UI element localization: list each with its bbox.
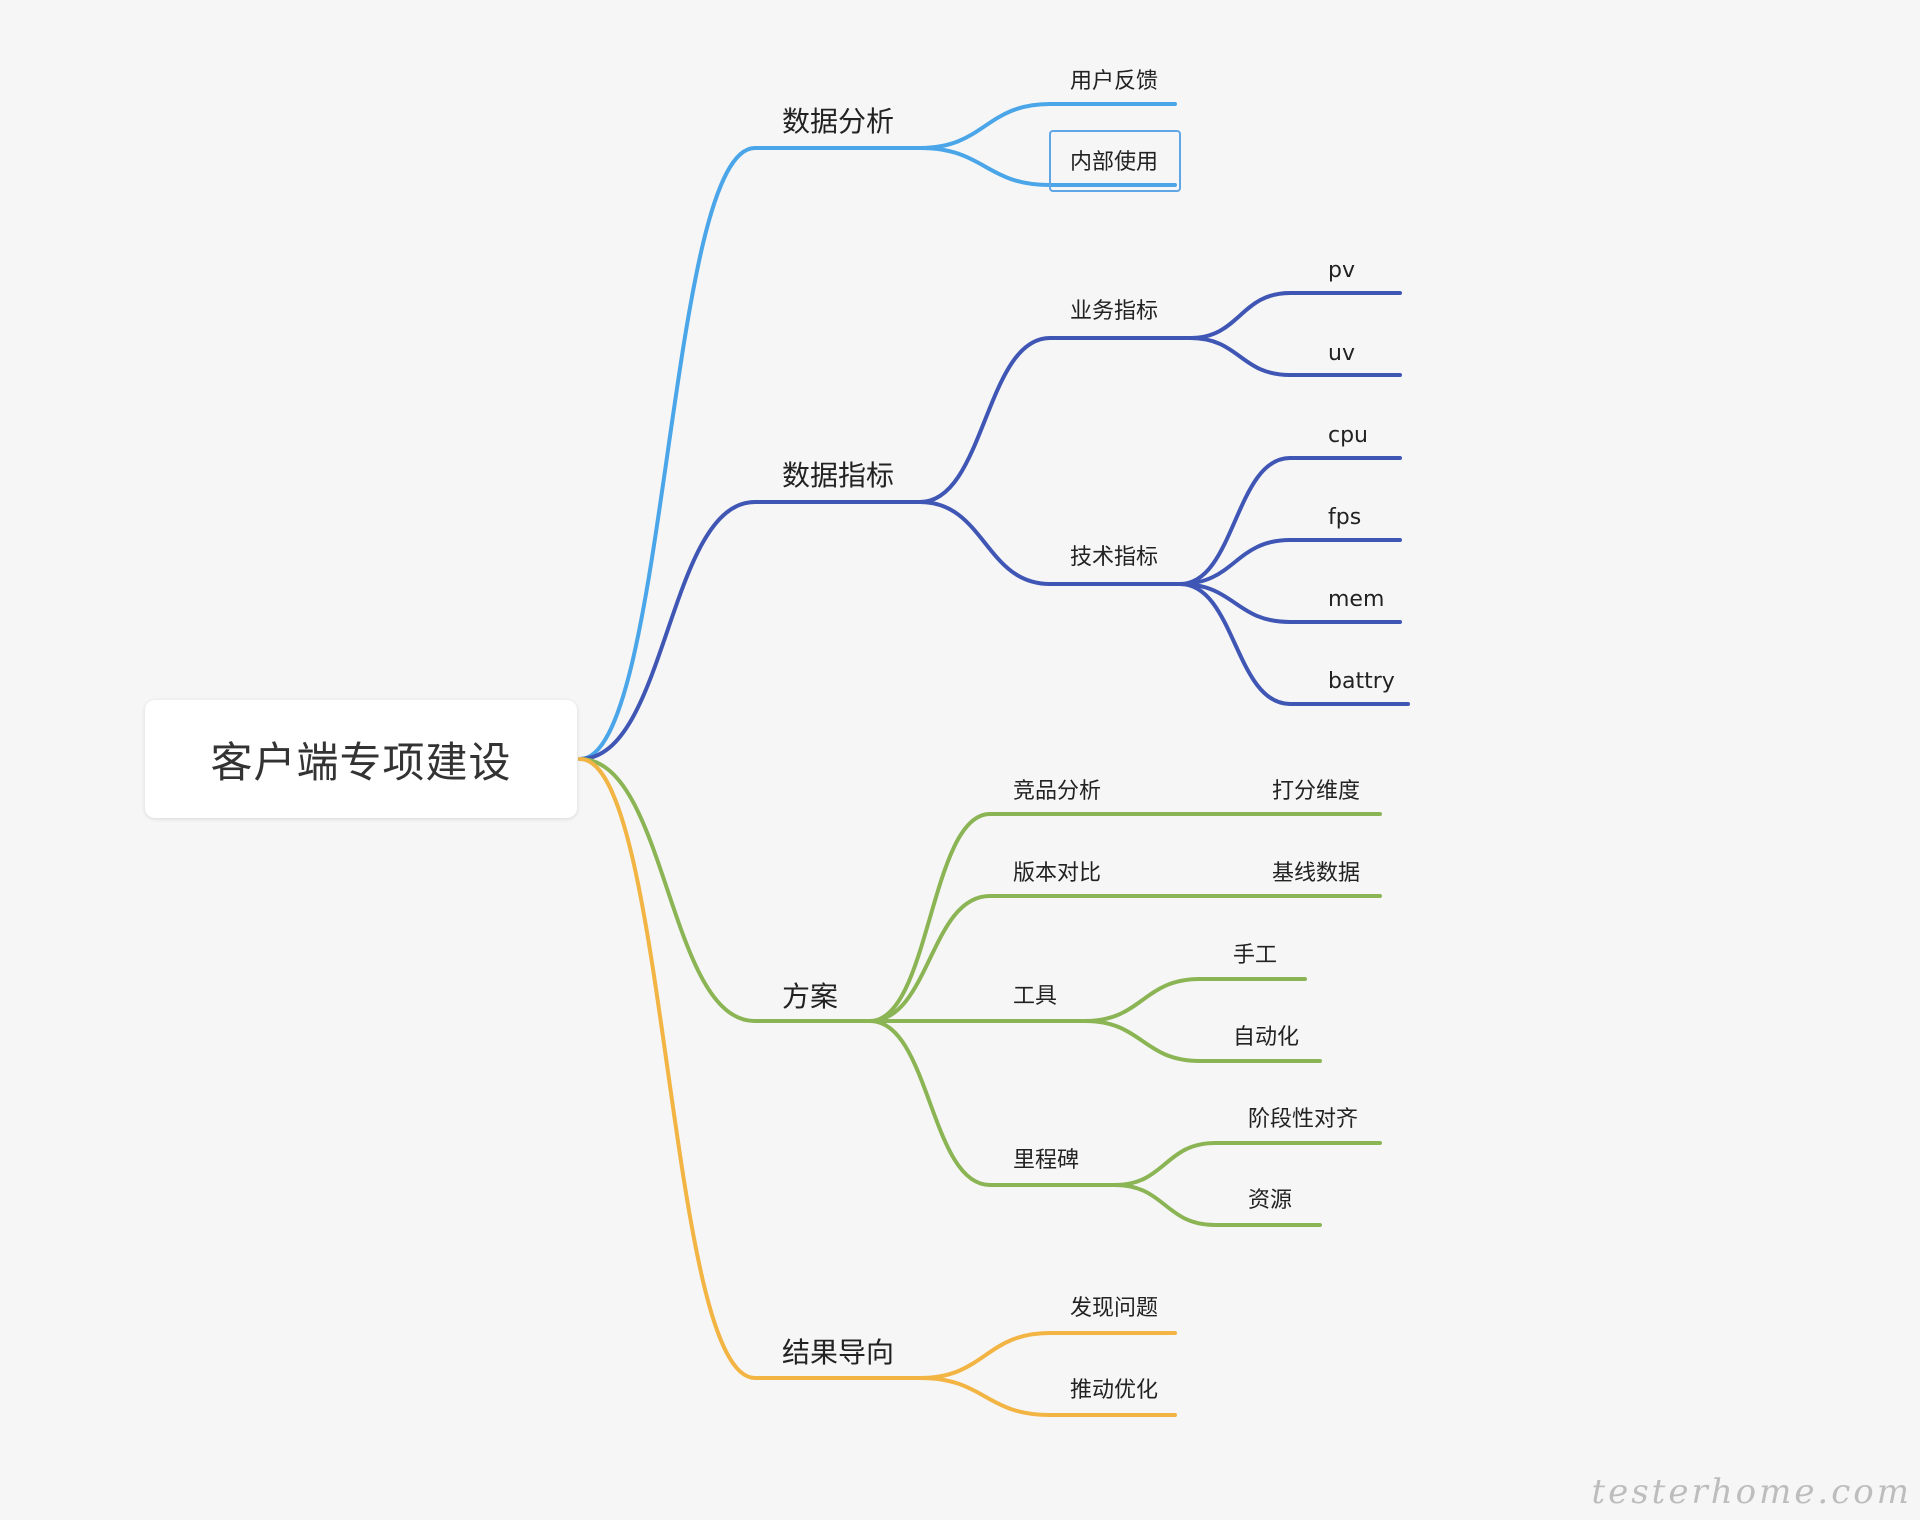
leaf-mem[interactable]: mem — [1328, 587, 1385, 612]
mindmap-underlines — [753, 102, 1410, 1417]
node-tech-metrics[interactable]: 技术指标 — [1070, 545, 1159, 570]
leaf-uv[interactable]: uv — [1328, 341, 1355, 366]
edge-to-mem — [1178, 582, 1292, 624]
root-node[interactable]: 客户端专项建设 — [145, 700, 577, 818]
leaf-cpu[interactable]: cpu — [1328, 423, 1369, 448]
edge-to-fps — [1178, 538, 1292, 586]
branch-result-oriented[interactable]: 结果导向 — [782, 1336, 895, 1369]
node-internal-use[interactable]: 内部使用 — [1070, 150, 1159, 175]
node-competitor-analysis[interactable]: 竞品分析 — [1013, 779, 1102, 804]
node-drive-optimization[interactable]: 推动优化 — [1070, 1378, 1159, 1403]
edge-root-to-plan — [578, 757, 757, 1023]
edge-to-uv — [1188, 336, 1292, 377]
node-tools[interactable]: 工具 — [1013, 984, 1058, 1009]
root-node-label: 客户端专项建设 — [210, 737, 512, 787]
edge-to-pv — [1188, 291, 1292, 340]
mindmap-edges — [578, 102, 1292, 1417]
leaf-scoring-dimensions[interactable]: 打分维度 — [1272, 779, 1361, 804]
leaf-resources[interactable]: 资源 — [1248, 1188, 1293, 1213]
leaf-pv[interactable]: pv — [1328, 258, 1355, 283]
edge-to-manual — [1083, 977, 1202, 1023]
edge-to-cpu — [1178, 456, 1292, 586]
edge-to-find-issues — [918, 1331, 1052, 1380]
branch-data-metrics[interactable]: 数据指标 — [782, 459, 895, 492]
edge-to-drive-optimization — [918, 1376, 1052, 1417]
leaf-battry[interactable]: battry — [1328, 669, 1395, 694]
node-user-feedback[interactable]: 用户反馈 — [1070, 69, 1159, 94]
edge-root-to-data-metrics — [578, 500, 757, 761]
branch-data-analysis[interactable]: 数据分析 — [782, 105, 895, 138]
node-milestone[interactable]: 里程碑 — [1013, 1148, 1080, 1173]
edge-root-to-data-analysis — [578, 146, 757, 761]
edge-to-version-compare — [868, 894, 992, 1023]
edge-to-milestone — [868, 1019, 992, 1187]
edge-to-phase-alignment — [1113, 1141, 1217, 1187]
leaf-fps[interactable]: fps — [1328, 505, 1362, 530]
edge-to-resources — [1113, 1183, 1217, 1227]
watermark-text: testerhome.com — [1591, 1472, 1912, 1512]
branch-plan[interactable]: 方案 — [782, 980, 839, 1013]
leaf-baseline-data[interactable]: 基线数据 — [1272, 861, 1361, 886]
edge-to-tech-metrics — [918, 500, 1052, 586]
edge-to-automation — [1083, 1019, 1202, 1063]
edge-to-internal-use — [918, 146, 1052, 187]
node-find-issues[interactable]: 发现问题 — [1070, 1296, 1159, 1321]
edge-to-battry — [1178, 582, 1292, 706]
node-version-compare[interactable]: 版本对比 — [1013, 861, 1102, 886]
node-business-metrics[interactable]: 业务指标 — [1070, 299, 1159, 324]
leaf-phase-alignment[interactable]: 阶段性对齐 — [1248, 1107, 1359, 1132]
edge-to-business-metrics — [918, 336, 1052, 504]
edge-to-competitor-analysis — [868, 812, 992, 1023]
edge-root-to-result-oriented — [578, 757, 757, 1380]
edge-to-user-feedback — [918, 102, 1052, 150]
leaf-manual[interactable]: 手工 — [1233, 943, 1278, 968]
leaf-automation[interactable]: 自动化 — [1233, 1025, 1300, 1050]
selection-highlight — [1049, 130, 1181, 192]
